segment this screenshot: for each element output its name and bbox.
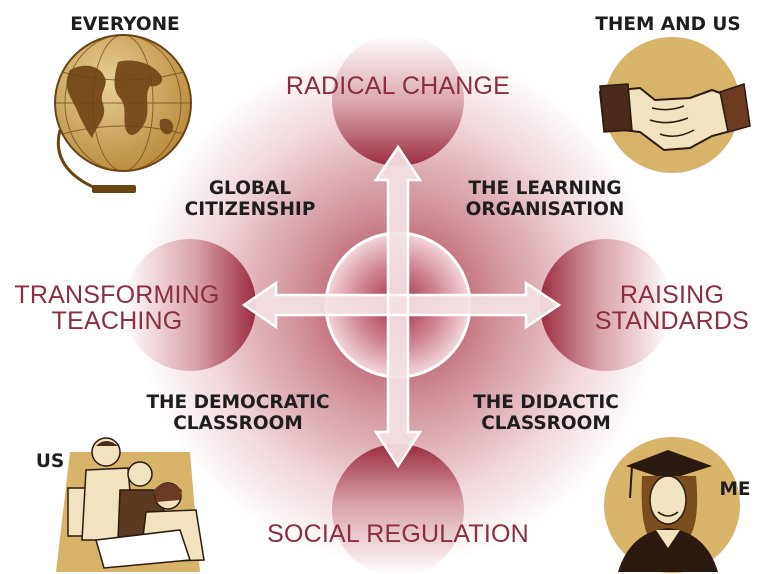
corner-label-bottom-left: US xyxy=(35,451,65,472)
corner-label-bottom-right: ME xyxy=(719,479,751,500)
quadrant-bottom-right-line2: CLASSROOM xyxy=(481,413,611,434)
globe-icon xyxy=(54,34,192,193)
pole-disc-right xyxy=(540,239,672,371)
graduate-icon xyxy=(604,437,740,573)
quadrant-top-right-line2: ORGANISATION xyxy=(465,199,625,220)
quadrant-label-top-left: GLOBAL CITIZENSHIP xyxy=(150,178,350,220)
pole-label-left-line1: TRANSFORMING xyxy=(14,281,220,309)
pole-label-left: TRANSFORMING TEACHING xyxy=(4,282,230,335)
quadrant-top-left-line2: CITIZENSHIP xyxy=(184,199,316,220)
pole-disc-top xyxy=(332,34,464,166)
handshake-icon xyxy=(598,37,751,173)
pole-disc-bottom xyxy=(332,444,464,574)
corner-label-top-left: EVERYONE xyxy=(70,14,180,35)
pole-label-top-text: RADICAL CHANGE xyxy=(285,72,511,100)
arrow-outline xyxy=(241,144,562,469)
pole-label-right-line2: STANDARDS xyxy=(594,307,750,336)
pole-label-right: RAISING STANDARDS xyxy=(582,282,762,335)
pole-label-bottom: SOCIAL REGULATION xyxy=(228,521,568,547)
quadrant-label-bottom-right: THE DIDACTIC CLASSROOM xyxy=(436,392,656,434)
quadrant-label-top-right: THE LEARNING ORGANISATION xyxy=(430,178,660,220)
pole-disc-left xyxy=(124,239,256,371)
corner-label-top-right: THEM AND US xyxy=(595,14,741,35)
quadrant-top-right-line1: THE LEARNING xyxy=(468,178,622,199)
pole-label-top: RADICAL CHANGE xyxy=(248,73,548,99)
quadrant-bottom-left-line2: CLASSROOM xyxy=(173,413,303,434)
pole-label-bottom-text: SOCIAL REGULATION xyxy=(267,520,529,548)
quadrant-label-bottom-left: THE DEMOCRATIC CLASSROOM xyxy=(118,392,358,434)
quadrant-bottom-left-line1: THE DEMOCRATIC xyxy=(146,392,330,413)
quadrant-bottom-right-line1: THE DIDACTIC xyxy=(473,392,619,413)
pole-label-right-line1: RAISING xyxy=(619,281,725,309)
pole-label-left-line2: TEACHING xyxy=(51,307,183,336)
office-workers-icon xyxy=(56,437,205,572)
quadrant-top-left-line1: GLOBAL xyxy=(208,178,292,199)
